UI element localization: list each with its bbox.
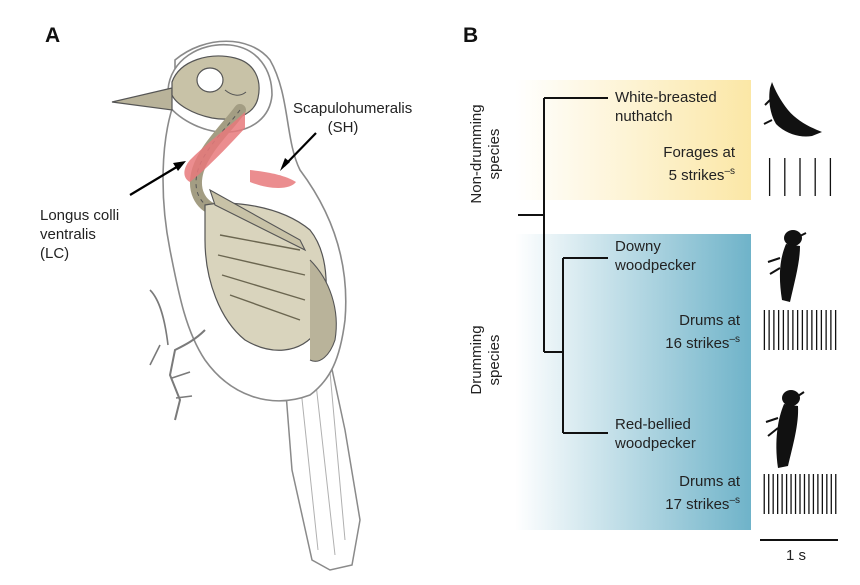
species-name-line2: woodpecker bbox=[615, 435, 696, 452]
rate-line2: 5 strikes bbox=[668, 167, 725, 184]
drumming-line1: Drumming bbox=[468, 325, 485, 395]
rate-line1: Forages at bbox=[663, 144, 735, 161]
panel-b-letter: B bbox=[463, 24, 479, 47]
downy-woodpecker-silhouette-icon bbox=[767, 230, 807, 302]
drumming-line2: species bbox=[486, 334, 503, 386]
species-name-line2: woodpecker bbox=[615, 257, 696, 274]
lc-label-line2: ventralis bbox=[40, 226, 96, 243]
lc-label-line1: Longus colli bbox=[40, 207, 120, 224]
species-name-red-bellied: Red-bellied woodpecker bbox=[615, 415, 696, 453]
sh-label-line1: Scapulohumeralis bbox=[293, 100, 413, 117]
rate-line2: 16 strikes bbox=[665, 335, 730, 352]
species-name-line1: White-breasted bbox=[615, 89, 717, 106]
label-longus-colli: Longus colli ventralis (LC) bbox=[40, 206, 119, 263]
species-name-line1: Downy bbox=[615, 238, 661, 255]
lc-label-line3: (LC) bbox=[40, 245, 70, 262]
nuthatch-silhouette-icon bbox=[763, 82, 822, 137]
strike-rate-nuthatch: Forages at 5 strikes–s bbox=[645, 143, 735, 185]
group-label-non-drumming: Non-drumming species bbox=[468, 94, 504, 214]
drumming-band bbox=[515, 234, 751, 530]
species-name-line2: nuthatch bbox=[615, 108, 673, 125]
rate-line1: Drums at bbox=[679, 473, 740, 490]
red-bellied-woodpecker-silhouette-icon bbox=[765, 390, 805, 468]
strike-barcodes bbox=[763, 158, 837, 514]
species-name-line1: Red-bellied bbox=[615, 416, 691, 433]
rate-unit-sup: –s bbox=[729, 334, 740, 345]
rate-line1: Drums at bbox=[679, 312, 740, 329]
group-label-drumming: Drumming species bbox=[468, 300, 504, 420]
rate-unit-sup: –s bbox=[724, 166, 735, 177]
phylogenetic-tree bbox=[518, 97, 608, 434]
species-name-nuthatch: White-breasted nuthatch bbox=[615, 88, 717, 126]
sh-label-line2: (SH) bbox=[327, 119, 359, 136]
rate-line2: 17 strikes bbox=[665, 496, 730, 513]
strike-rate-red-bellied: Drums at 17 strikes–s bbox=[640, 472, 740, 514]
non-drumming-band bbox=[515, 80, 751, 200]
panel-a-letter: A bbox=[45, 24, 61, 47]
non-drumming-line2: species bbox=[486, 128, 503, 180]
label-scapulohumeralis: Scapulohumeralis (SH) bbox=[293, 99, 413, 137]
non-drumming-line1: Non-drumming bbox=[468, 104, 485, 204]
scale-bar-label: 1 s bbox=[786, 547, 807, 564]
species-name-downy: Downy woodpecker bbox=[615, 237, 696, 275]
rate-unit-sup: –s bbox=[729, 495, 740, 506]
strike-rate-downy: Drums at 16 strikes–s bbox=[640, 311, 740, 353]
